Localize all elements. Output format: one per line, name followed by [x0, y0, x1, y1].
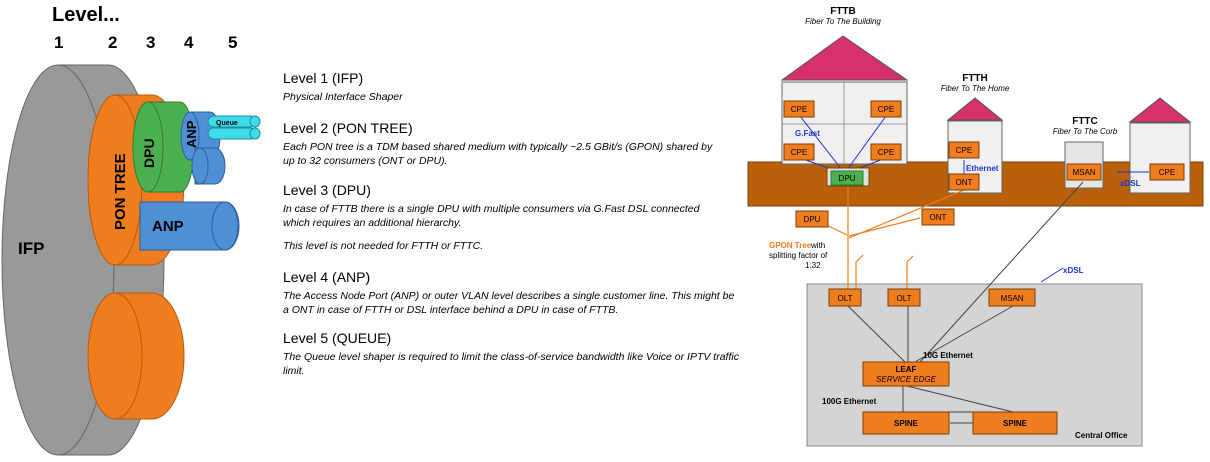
pon-tree-cylinder-lower [88, 293, 184, 419]
eth10g-label: 10G Ethernet [923, 351, 973, 360]
level-2-heading: Level 2 (PON TREE) [283, 120, 723, 137]
level-2-description: Level 2 (PON TREE) Each PON tree is a TD… [283, 120, 723, 168]
cpe-box-1: CPE [791, 105, 807, 114]
ftth-subtitle: Fiber To The Home [941, 84, 1010, 93]
level-1-heading: Level 1 (IFP) [283, 70, 753, 87]
msan-box-office: MSAN [1000, 294, 1023, 303]
olt-box-1: OLT [838, 294, 853, 303]
fttc-subtitle: Fiber To The Corb [1053, 127, 1118, 136]
xdsl-label-cabinet: xDSL [1120, 179, 1141, 188]
cpe-box-ftth: CPE [956, 146, 972, 155]
ftth-roof [948, 98, 1002, 120]
level-2-text: Each PON tree is a TDM based shared medi… [283, 140, 723, 168]
level-5-heading: Level 5 (QUEUE) [283, 330, 753, 347]
fttb-roof [782, 36, 907, 80]
ont-box-ftth: ONT [956, 178, 973, 187]
gpon-splitting: splitting factor of [769, 251, 828, 260]
level-3-heading: Level 3 (DPU) [283, 182, 713, 199]
cpe-box-fttc: CPE [1159, 168, 1175, 177]
level-1-description: Level 1 (IFP) Physical Interface Shaper [283, 70, 753, 104]
queue-label: Queue [216, 120, 238, 127]
level-4-text: The Access Node Port (ANP) or outer VLAN… [283, 289, 743, 317]
central-office-label: Central Office [1075, 431, 1128, 440]
cpe-box-4: CPE [878, 148, 894, 157]
gpon-ratio: 1:32 [805, 261, 821, 270]
level-4-heading: Level 4 (ANP) [283, 269, 743, 286]
level-3-description: Level 3 (DPU) In case of FTTB there is a… [283, 182, 713, 230]
gpon-tree-with: with [810, 241, 825, 250]
ont-box-field: ONT [930, 213, 947, 222]
fttc-title: FTTC [1072, 116, 1098, 127]
spine-box-2: SPINE [1003, 419, 1028, 428]
shaper-hierarchy-diagram: IFP PON TREE DPU ANP [0, 0, 280, 462]
fttc-house-roof [1130, 98, 1190, 122]
ethernet-label: Ethernet [966, 164, 999, 173]
level-3-note: This level is not needed for FTTH or FTT… [283, 240, 483, 252]
anp-label: ANP [152, 218, 184, 235]
pon-tree-label: PON TREE [112, 153, 129, 230]
dpu-label: DPU [141, 138, 157, 168]
spine-box-1: SPINE [894, 419, 919, 428]
fttb-subtitle: Fiber To The Building [805, 17, 881, 26]
dpu-box-building: DPU [839, 174, 856, 183]
service-edge-label: SERVICE EDGE [876, 375, 937, 384]
level-5-description: Level 5 (QUEUE) The Queue level shaper i… [283, 330, 753, 378]
ftth-title: FTTH [962, 73, 988, 84]
anp-small-label: ANP [184, 120, 199, 148]
xdsl-label-office: xDSL [1063, 266, 1084, 275]
eth100g-label: 100G Ethernet [822, 397, 877, 406]
level-3-text: In case of FTTB there is a single DPU wi… [283, 202, 713, 230]
gfast-label: G.Fast [795, 129, 820, 138]
cpe-box-3: CPE [791, 148, 807, 157]
olt-box-2: OLT [897, 294, 912, 303]
ifp-label: IFP [18, 239, 44, 258]
access-network-diagram: Central Office FTTB Fiber To The Buildin… [745, 0, 1207, 462]
level-5-text: The Queue level shaper is required to li… [283, 350, 753, 378]
dpu-box-field: DPU [804, 215, 821, 224]
msan-box-cabinet: MSAN [1072, 168, 1095, 177]
gpon-tree-label: GPON Tree [769, 241, 812, 250]
fttb-title: FTTB [830, 6, 856, 17]
cpe-box-2: CPE [878, 105, 894, 114]
leaf-label: LEAF [896, 365, 917, 374]
level-1-text: Physical Interface Shaper [283, 90, 753, 104]
level-4-description: Level 4 (ANP) The Access Node Port (ANP)… [283, 269, 743, 317]
